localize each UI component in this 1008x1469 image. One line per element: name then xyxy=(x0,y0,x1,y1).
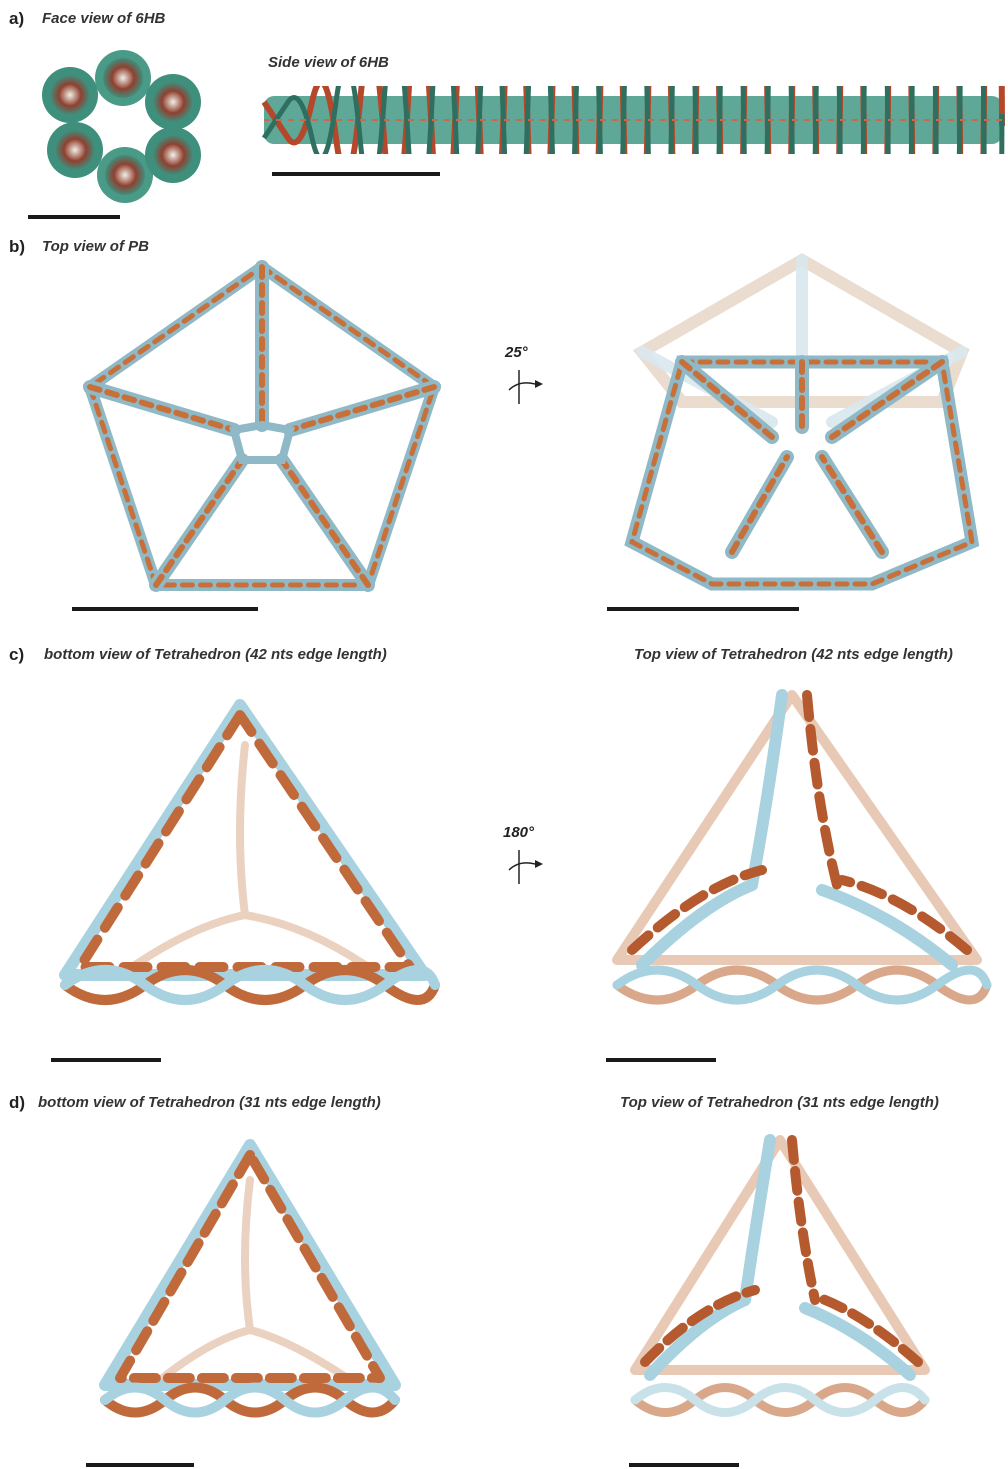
scale-bar-a-side xyxy=(272,172,440,176)
helix-end-4 xyxy=(47,122,103,178)
helix-end-6 xyxy=(145,127,201,183)
rotation-arrow-icon xyxy=(505,366,545,406)
tetra31-bottom-view-image xyxy=(90,1130,410,1435)
scale-bar-d-right xyxy=(629,1463,739,1467)
scale-bar-d-left xyxy=(86,1463,194,1467)
side-view-6hb-caption: Side view of 6HB xyxy=(268,54,389,71)
panel-b-label: b) xyxy=(9,237,25,257)
face-view-6hb-image xyxy=(30,40,220,210)
tetra42-bottom-view-image xyxy=(45,685,440,1030)
helix-end-3 xyxy=(145,74,201,130)
face-view-6hb-caption: Face view of 6HB xyxy=(42,10,165,27)
rotation-angle-180: 180° xyxy=(503,824,534,841)
tetra42-top-view-image xyxy=(602,685,997,1030)
side-view-6hb-image xyxy=(262,86,1006,154)
panel-c-label: c) xyxy=(9,645,24,665)
scale-bar-c-right xyxy=(606,1058,716,1062)
scale-bar-b-left xyxy=(72,607,258,611)
top-view-pb-caption: Top view of PB xyxy=(42,238,149,255)
panel-d-label: d) xyxy=(9,1093,25,1113)
pb-top-view-image xyxy=(72,255,452,600)
panel-a-label: a) xyxy=(9,9,24,29)
tetra31-bottom-caption: bottom view of Tetrahedron (31 nts edge … xyxy=(38,1094,381,1111)
scale-bar-c-left xyxy=(51,1058,161,1062)
pb-rotated-view-image xyxy=(612,252,1006,597)
tetra31-top-caption: Top view of Tetrahedron (31 nts edge len… xyxy=(620,1094,939,1111)
scale-bar-a-face xyxy=(28,215,120,219)
helix-end-2 xyxy=(95,50,151,106)
rotation-angle-25: 25° xyxy=(505,344,528,361)
scale-bar-b-right xyxy=(607,607,799,611)
helix-end-1 xyxy=(42,67,98,123)
helix-end-5 xyxy=(97,147,153,203)
tetra42-top-caption: Top view of Tetrahedron (42 nts edge len… xyxy=(634,646,953,663)
rotation-arrow-icon-2 xyxy=(505,846,545,886)
tetra42-bottom-caption: bottom view of Tetrahedron (42 nts edge … xyxy=(44,646,387,663)
tetra31-top-view-image xyxy=(620,1130,940,1435)
